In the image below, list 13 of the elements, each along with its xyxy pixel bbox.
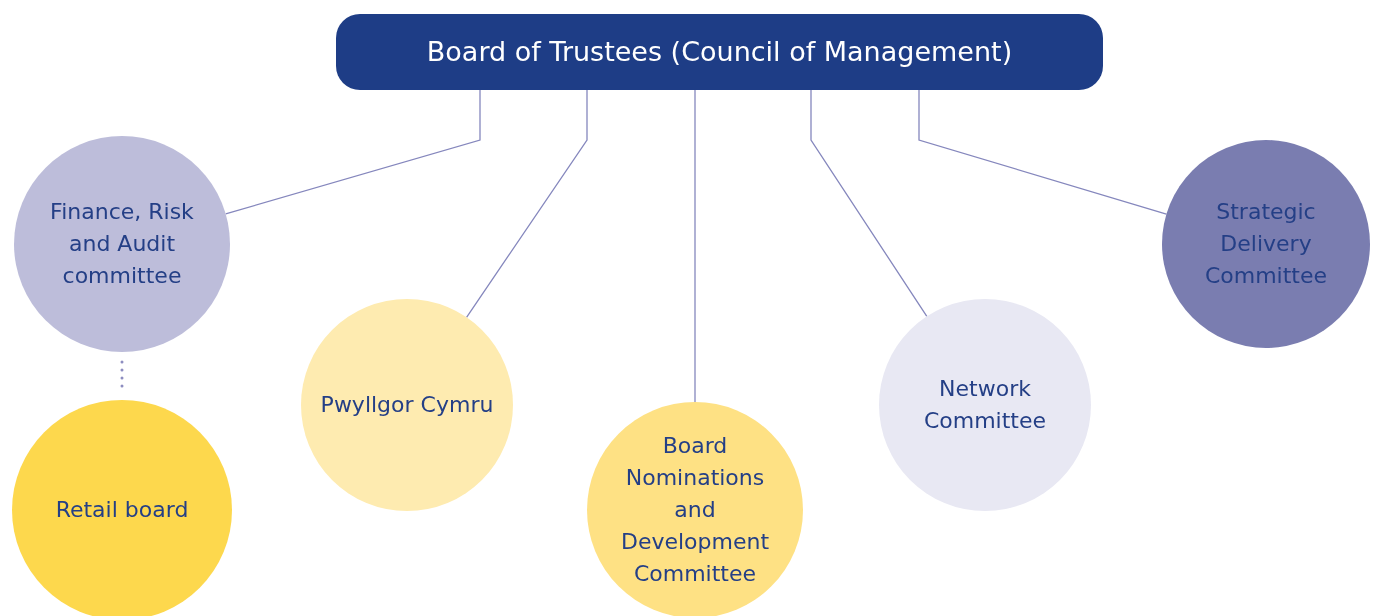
board-title: Board of Trustees (Council of Management) — [426, 36, 1013, 68]
connector-line — [225, 89, 481, 215]
committee-name: Board Nominations and Development Committee — [619, 432, 771, 588]
committee-name: Finance, Risk and Audit committee — [49, 198, 195, 290]
title-banner — [336, 14, 1103, 90]
committee-name: Network Committee — [922, 375, 1048, 435]
connector-line — [918, 89, 1168, 215]
committee-name: Retail board — [55, 496, 189, 524]
connector-line — [465, 89, 588, 318]
connector-line — [810, 89, 928, 318]
committee-name: Strategic Delivery Committee — [1203, 198, 1329, 290]
connector-line — [694, 89, 696, 403]
committee-name: Pwyllgor Cymru — [320, 391, 494, 419]
